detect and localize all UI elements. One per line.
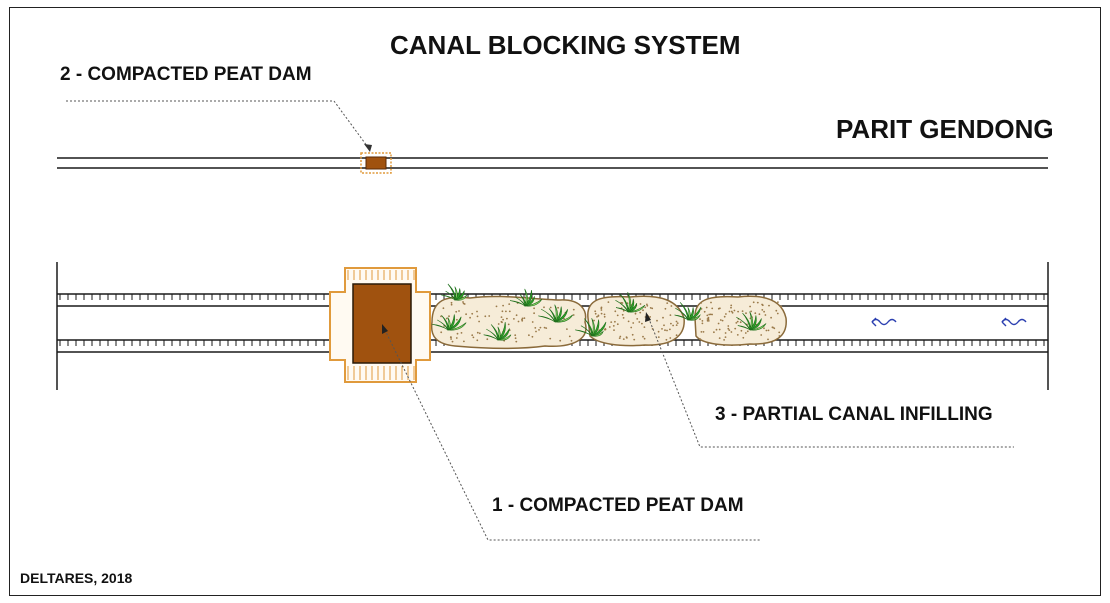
leader-infilling <box>645 312 1014 448</box>
upper-canal <box>57 157 1048 169</box>
label-compacted-peat-dam-1: 1 - COMPACTED PEAT DAM <box>492 495 744 516</box>
leader-dam-large <box>382 324 760 541</box>
small-peat-dam <box>360 152 392 174</box>
water-flow-symbols <box>871 317 1027 327</box>
canal-name-label: PARIT GENDONG <box>836 114 1054 144</box>
diagram-title: CANAL BLOCKING SYSTEM <box>390 30 741 60</box>
drawing-frame <box>9 7 1101 596</box>
label-partial-canal-infilling: 3 - PARTIAL CANAL INFILLING <box>715 404 993 425</box>
credit-text: DELTARES, 2018 <box>20 570 133 586</box>
leader-dam-small <box>66 100 372 152</box>
label-compacted-peat-dam-2: 2 - COMPACTED PEAT DAM <box>60 64 312 85</box>
vegetation <box>432 283 767 341</box>
large-peat-dam <box>329 267 431 383</box>
canal-infilling <box>430 295 787 350</box>
